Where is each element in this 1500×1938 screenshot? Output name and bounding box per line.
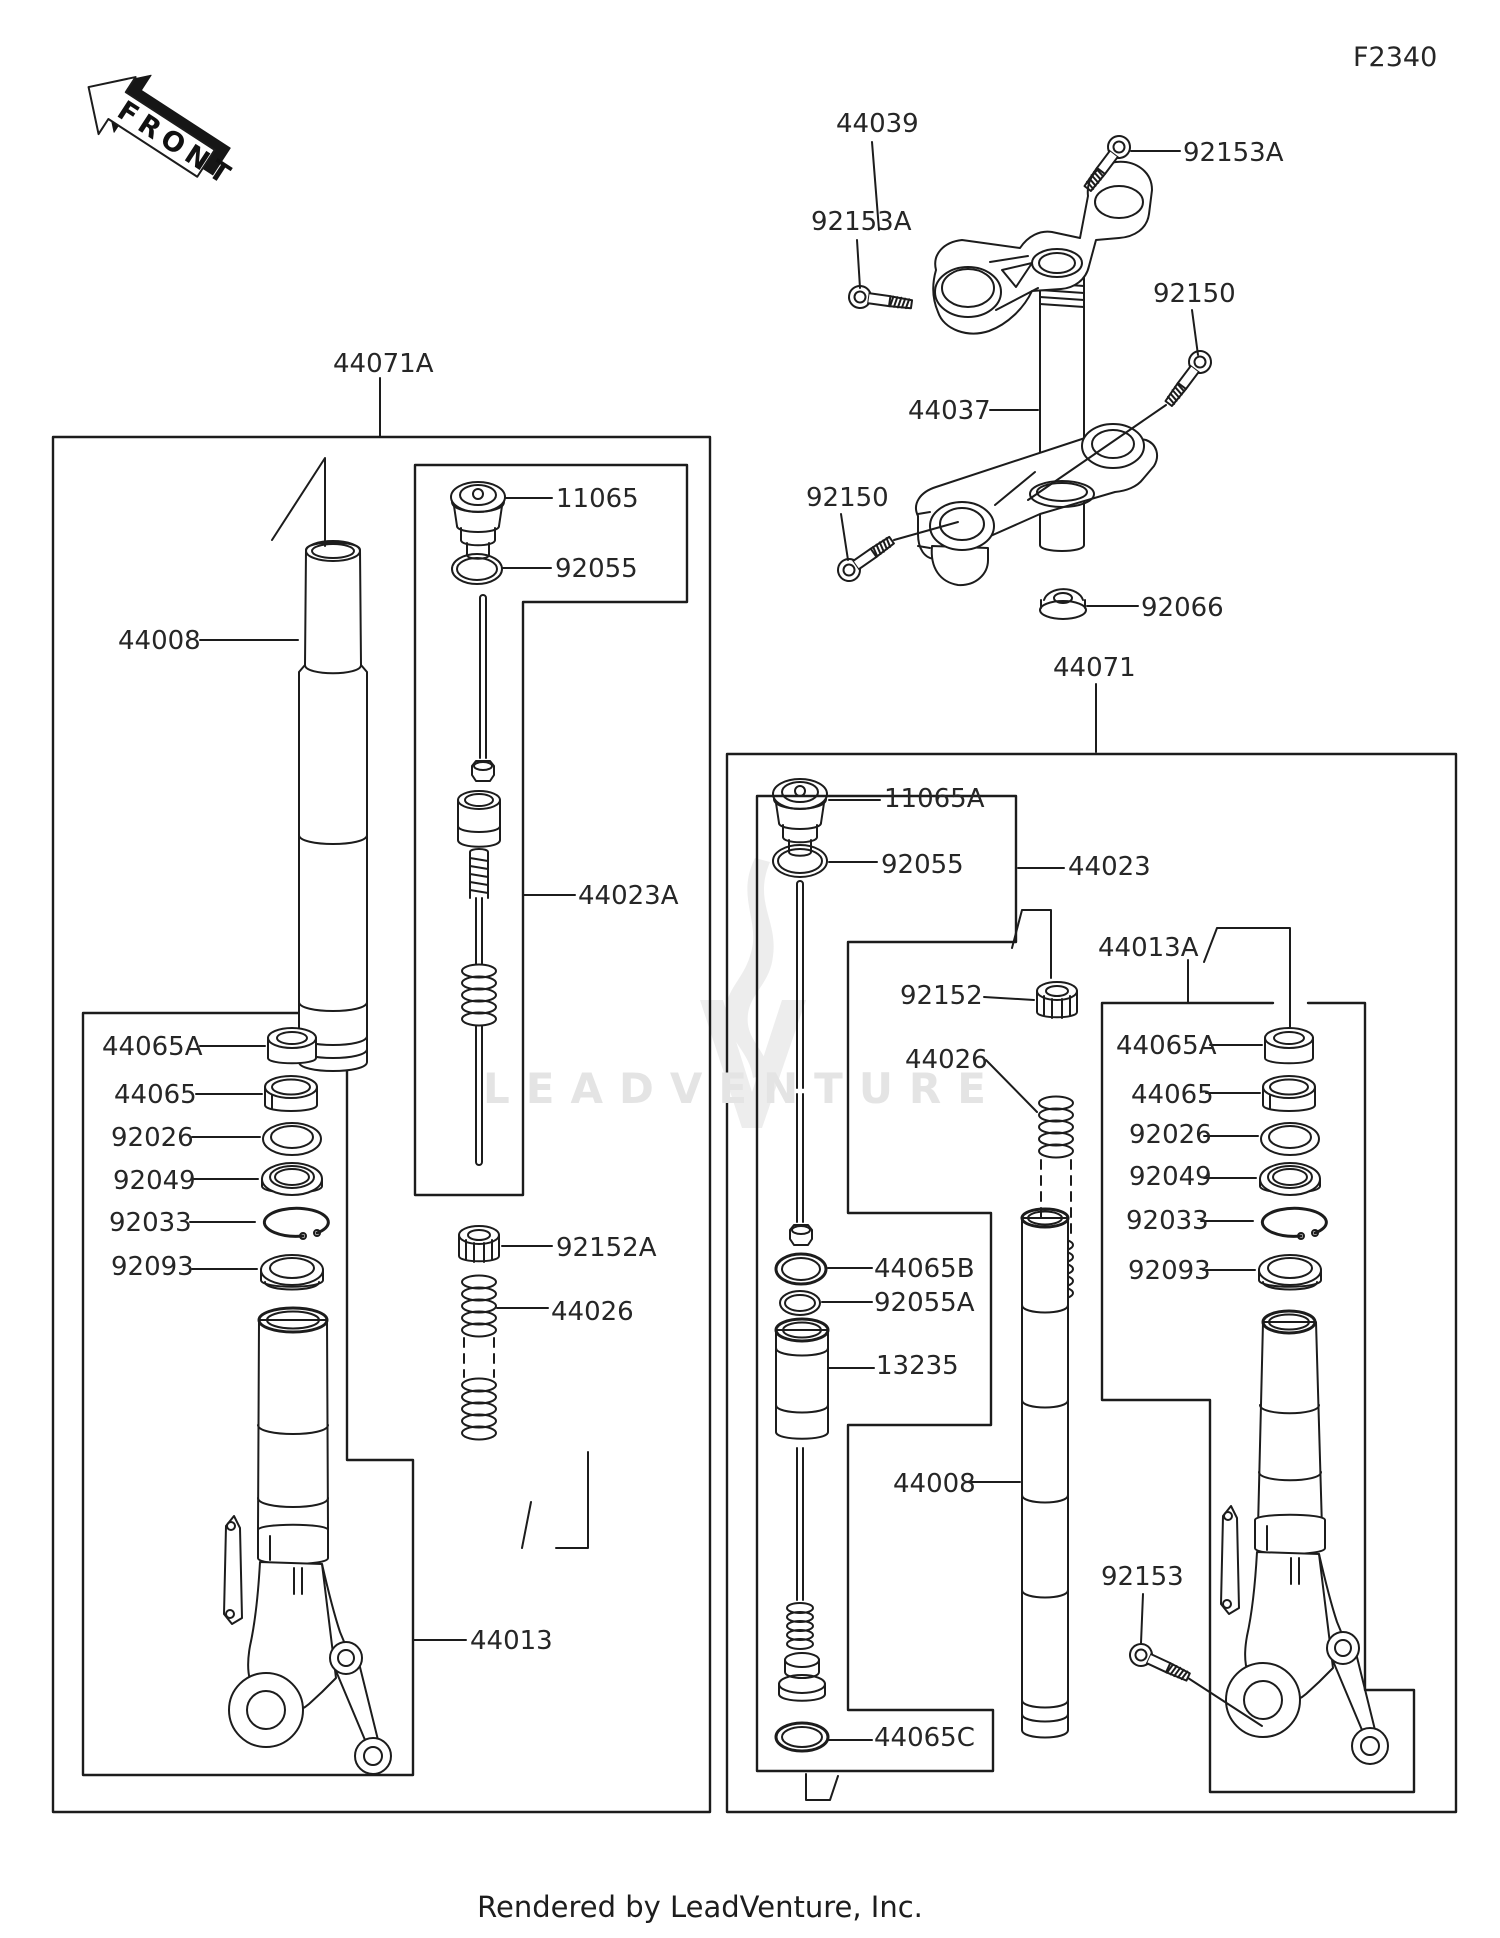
part-label-11065a: 11065A <box>884 784 985 814</box>
part-label-92026-left: 92026 <box>111 1123 194 1153</box>
left-fork-cap-11065 <box>450 481 506 560</box>
right-guide-bushing <box>1264 1027 1314 1065</box>
part-label-44065a-right: 44065A <box>1116 1031 1217 1061</box>
part-label-13235: 13235 <box>876 1351 959 1381</box>
left-fork-assembly-box <box>51 435 712 1814</box>
part-label-92055-left: 92055 <box>555 554 638 584</box>
part-label-44065a-left: 44065A <box>102 1032 203 1062</box>
part-label-44071: 44071 <box>1053 653 1136 683</box>
part-label-44071a: 44071A <box>333 349 434 379</box>
part-label-44065c: 44065C <box>874 1723 975 1753</box>
left-inner-tube <box>298 540 368 1072</box>
clamp-bolt-92153a-left <box>846 283 915 317</box>
part-label-44026-right: 44026 <box>905 1045 988 1075</box>
part-label-92152: 92152 <box>900 981 983 1011</box>
left-damper-rod <box>457 594 501 1166</box>
part-label-44039: 44039 <box>836 109 919 139</box>
right-seal-washer <box>1260 1122 1320 1156</box>
part-label-92033-right: 92033 <box>1126 1206 1209 1236</box>
part-label-44008-right: 44008 <box>893 1469 976 1499</box>
right-damper-oring-92055a <box>779 1290 821 1316</box>
leader-lines <box>189 141 1263 1741</box>
left-cap-oring-92055 <box>451 553 503 585</box>
part-label-92152a: 92152A <box>556 1233 657 1263</box>
left-oil-seal <box>261 1162 323 1196</box>
right-outer-tube-leader-hook <box>1203 927 1291 1031</box>
left-fork-drawing <box>223 457 589 1775</box>
part-label-92150-left: 92150 <box>806 483 889 513</box>
stem-cap-92066 <box>1039 588 1087 620</box>
part-label-44023: 44023 <box>1068 852 1151 882</box>
part-label-92055-right: 92055 <box>881 850 964 880</box>
right-inner-tube <box>1020 1207 1070 1739</box>
footer-credit: Rendered by LeadVenture, Inc. <box>477 1890 923 1924</box>
right-damper-rod <box>774 880 830 1753</box>
drawing-code: F2340 <box>1353 42 1438 73</box>
part-label-92153a-left: 92153A <box>811 207 912 237</box>
part-label-44065b: 44065B <box>874 1254 975 1284</box>
part-label-92026-right: 92026 <box>1129 1120 1212 1150</box>
stem-bolt-92150-right <box>1158 345 1217 412</box>
left-guide-bushing <box>267 1027 317 1065</box>
part-label-44008-left: 44008 <box>118 626 201 656</box>
steering-stem-drawing <box>832 130 1217 620</box>
right-outer-tube <box>1220 1309 1389 1765</box>
right-piston-ring-44065b <box>774 1252 828 1286</box>
right-spring-adjuster-92152 <box>1036 981 1078 1019</box>
right-seal-stack <box>1203 927 1328 1291</box>
right-cap-oring-92055 <box>772 844 828 878</box>
part-label-92049-left: 92049 <box>113 1166 196 1196</box>
part-label-44065-left: 44065 <box>114 1080 197 1110</box>
part-label-92093-right: 92093 <box>1128 1256 1211 1286</box>
adjuster-leader-hook <box>1011 909 1052 979</box>
part-label-92055a: 92055A <box>874 1288 975 1318</box>
right-oil-seal <box>1259 1162 1321 1196</box>
part-label-92150-right: 92150 <box>1153 279 1236 309</box>
right-outer-tube-box <box>1100 1001 1416 1794</box>
part-label-92066: 92066 <box>1141 593 1224 623</box>
right-damper-leader-hook <box>805 1773 839 1801</box>
part-label-44013a: 44013A <box>1098 933 1199 963</box>
part-label-44026-left: 44026 <box>551 1297 634 1327</box>
left-tube-leader-hook <box>271 457 326 547</box>
part-label-44013: 44013 <box>470 1626 553 1656</box>
part-label-92049-right: 92049 <box>1129 1162 1212 1192</box>
axle-clamp-bolt-92153 <box>1125 1639 1194 1688</box>
part-label-11065: 11065 <box>556 484 639 514</box>
left-retaining-ring <box>262 1206 330 1241</box>
right-fork-drawing <box>772 778 1389 1801</box>
upper-triple-clamp <box>932 160 1153 335</box>
part-label-44065-right: 44065 <box>1131 1080 1214 1110</box>
right-fork-assembly-box <box>725 752 1458 1814</box>
part-label-92153: 92153 <box>1101 1562 1184 1592</box>
left-fork-spring <box>461 1274 497 1441</box>
part-label-44037: 44037 <box>908 396 991 426</box>
left-dust-seal <box>260 1254 324 1291</box>
part-label-92033-left: 92033 <box>109 1208 192 1238</box>
stem-bolt-92150-left <box>832 530 899 587</box>
left-spring-leader-hook <box>521 1451 589 1549</box>
part-label-92153a-right: 92153A <box>1183 138 1284 168</box>
cylinder-base-oring-44065c <box>774 1721 830 1753</box>
left-damper-box <box>413 463 689 1197</box>
left-slide-bushing <box>264 1075 318 1112</box>
right-slide-bushing <box>1262 1075 1316 1112</box>
left-outer-tube <box>223 1306 392 1775</box>
left-seal-washer <box>262 1122 322 1156</box>
damper-cylinder-13235 <box>774 1317 830 1440</box>
right-damper-box <box>755 794 1018 1773</box>
part-label-92093-left: 92093 <box>111 1252 194 1282</box>
left-spring-adjuster-92152a <box>458 1225 500 1263</box>
part-label-44023a: 44023A <box>578 881 679 911</box>
front-arrow-icon: FRONT <box>87 74 240 194</box>
watermark-text: LEADVENTURE <box>483 1064 1002 1113</box>
right-retaining-ring <box>1260 1206 1328 1241</box>
right-dust-seal <box>1258 1254 1322 1291</box>
